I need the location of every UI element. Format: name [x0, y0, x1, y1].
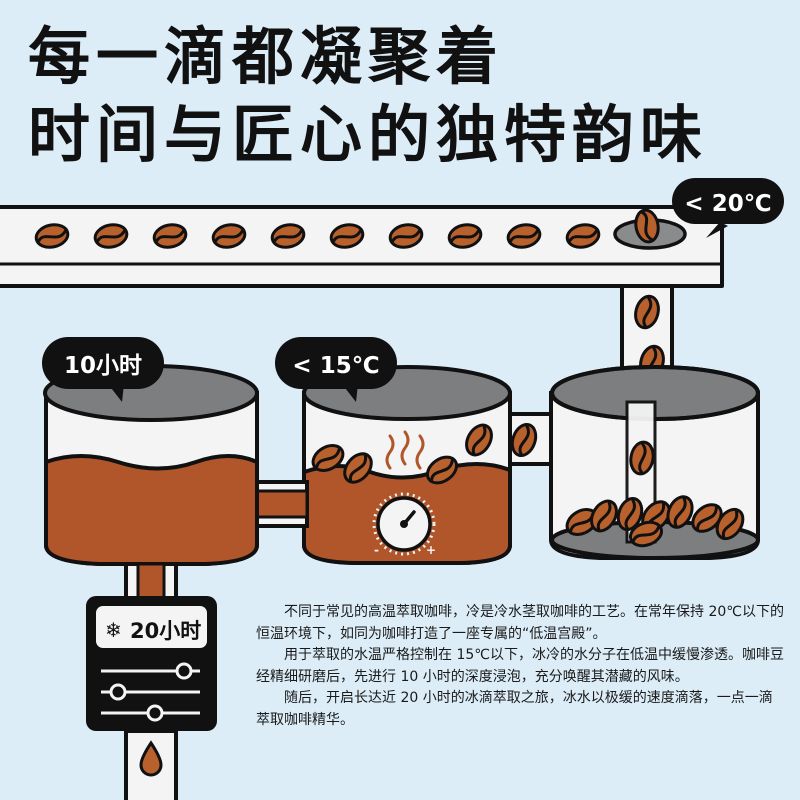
- outlet-pipe: [124, 562, 178, 600]
- temperature-dial[interactable]: - +: [372, 492, 436, 557]
- snowflake-icon: ❄: [105, 618, 122, 642]
- paragraph-1: 不同于常见的高温萃取咖啡，冷是冷水茎取咖啡的工艺。在常年保持 20℃以下的恒温环…: [256, 604, 784, 642]
- headline-line-1: 每一滴都凝聚着: [28, 20, 505, 93]
- paragraph-3: 随后，开启长达近 20 小时的冰滴萃取之旅，冰水以极缓的速度滴落，一点一滴萃取咖…: [256, 690, 773, 728]
- badge-water-temp: < 15℃: [275, 337, 397, 402]
- steam-line-1: [385, 434, 395, 470]
- dial-minus: -: [374, 543, 379, 557]
- paragraph-2: 用于萃取的水温严格控制在 15℃以下，冰冷的水分子在低温中缓慢渗透。咖啡豆经精细…: [256, 647, 784, 685]
- steam-line-3: [415, 434, 425, 470]
- water-temp-text: < 15℃: [292, 353, 379, 379]
- slider-2[interactable]: [101, 683, 200, 701]
- water-tank: - +: [302, 365, 512, 565]
- badge-soak-time: 10小时: [42, 337, 164, 402]
- description: 不同于常见的高温萃取咖啡，冷是冷水茎取咖啡的工艺。在常年保持 20℃以下的恒温环…: [256, 602, 786, 731]
- slider-3[interactable]: [101, 704, 200, 722]
- steam-line-2: [400, 430, 410, 466]
- drip-controller: ❄ 20小时: [86, 596, 217, 731]
- droplet-icon: [139, 740, 163, 777]
- soaking-container: [43, 364, 259, 566]
- grinder-container: [549, 365, 760, 560]
- soak-time-text: 10小时: [64, 353, 142, 379]
- dial-plus: +: [426, 543, 436, 557]
- drip-nozzle: [124, 729, 178, 800]
- slider-1[interactable]: [101, 662, 200, 680]
- conveyor-temp-text: < 20℃: [684, 191, 771, 217]
- headline-line-2: 时间与匠心的独特韵味: [28, 98, 709, 171]
- drip-time-label: 20小时: [130, 619, 201, 643]
- badge-conveyor-temp: < 20℃: [672, 178, 784, 238]
